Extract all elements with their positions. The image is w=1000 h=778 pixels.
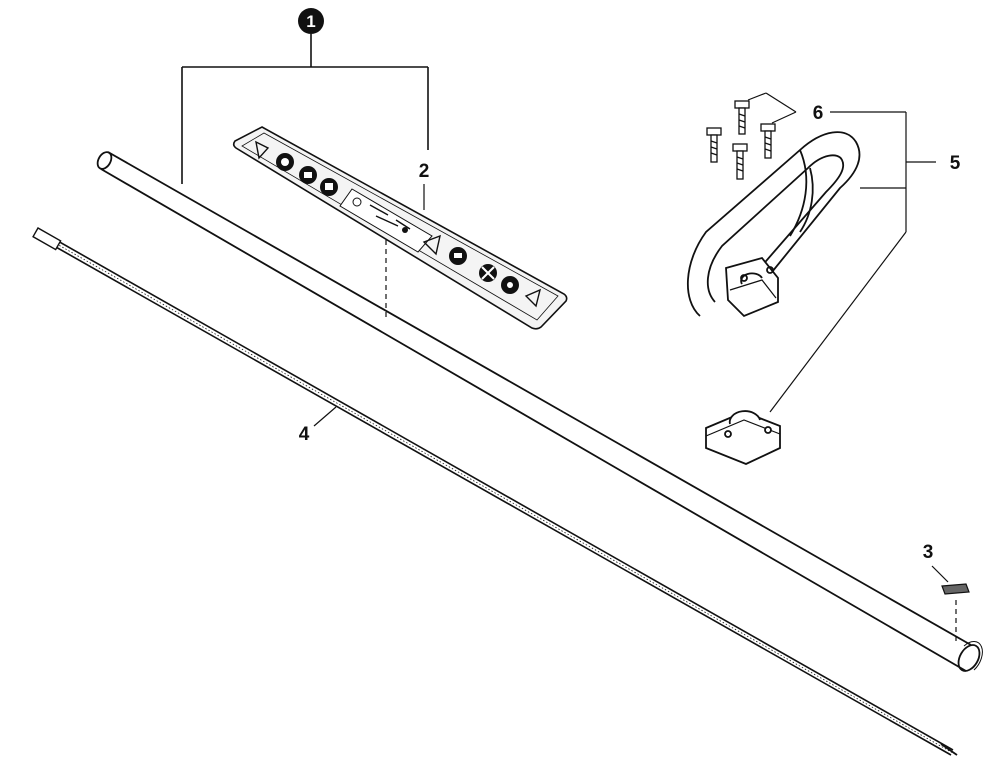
key-callout-label: 3	[923, 542, 934, 563]
bolts-callout[interactable]: 6	[813, 103, 824, 124]
key-leader	[931, 565, 949, 583]
drive-shaft-callout[interactable]: 4	[299, 424, 310, 445]
assembly-callout-label: 1	[306, 12, 315, 31]
drive-shaft-callout-label: 4	[299, 424, 310, 445]
safety-pictogram-icon	[449, 247, 519, 294]
warning-triangle-icon	[255, 140, 270, 160]
drive-shaft-leader	[313, 406, 337, 427]
key-part[interactable]	[941, 583, 970, 595]
key-callout[interactable]: 3	[923, 542, 934, 563]
safety-pictogram-icon	[276, 153, 338, 196]
decal-callout[interactable]: 2	[419, 161, 430, 182]
warning-decal[interactable]	[232, 126, 568, 330]
drive-shaft	[32, 227, 958, 756]
bolts-leader	[747, 92, 906, 124]
loop-handle[interactable]	[687, 131, 861, 318]
warning-triangle-icon	[524, 288, 542, 308]
handle-leader	[769, 112, 936, 413]
handle-clamp-lower[interactable]	[705, 410, 781, 465]
handle-callout-label: 5	[950, 153, 961, 174]
handle-callout[interactable]: 5	[950, 153, 961, 174]
decal-callout-label: 2	[419, 161, 430, 182]
bolt-part[interactable]	[706, 100, 776, 180]
bolts-callout-label: 6	[813, 103, 824, 124]
assembly-bracket	[181, 34, 429, 184]
shaft-tube	[96, 151, 983, 672]
instruction-panel	[339, 188, 433, 253]
assembly-callout[interactable]: 1	[298, 8, 324, 34]
